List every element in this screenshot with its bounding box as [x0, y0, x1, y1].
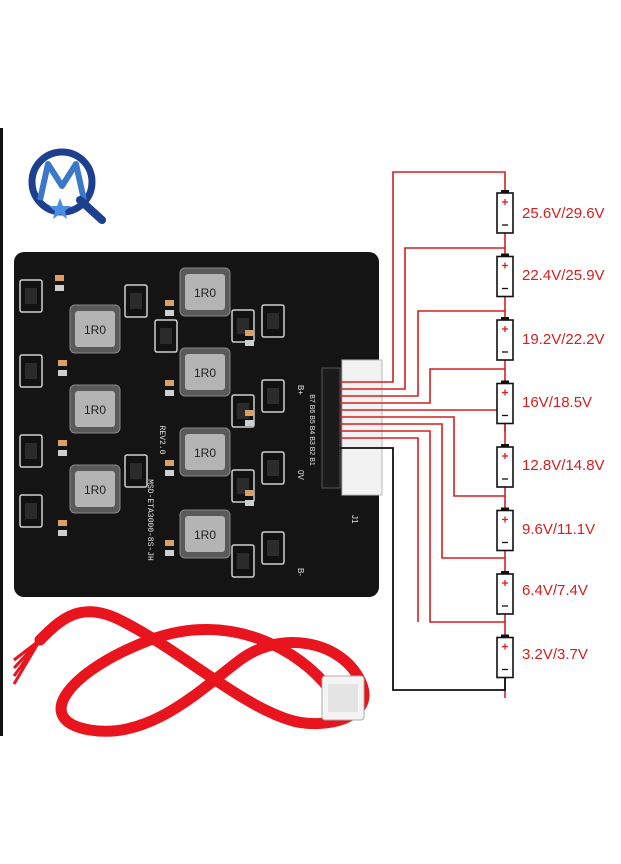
- cell-voltage-label: 6.4V/7.4V: [522, 582, 588, 599]
- cell-stack: [496, 190, 514, 679]
- cell-voltage-label: 12.8V/14.8V: [522, 457, 605, 474]
- resistor: [58, 360, 67, 366]
- smd-part: [261, 379, 285, 413]
- smd-components: [19, 275, 285, 578]
- inductor: 1R0: [179, 427, 231, 477]
- resistor: [165, 540, 174, 546]
- resistor: [55, 285, 64, 291]
- inductor-grid: 1R0 1R0 1R0 1R0 1R0 1R0 1R0: [69, 267, 231, 559]
- resistor: [245, 340, 254, 346]
- cell-voltage-label: 9.6V/11.1V: [522, 521, 596, 538]
- inductor-marking: 1R0: [194, 528, 216, 542]
- logo-icon: [28, 148, 106, 224]
- smd-part: [19, 434, 43, 468]
- cell-voltage-label: 3.2V/3.7V: [522, 646, 588, 663]
- resistor: [245, 490, 254, 496]
- smd-part: [124, 284, 148, 318]
- inductor: 1R0: [179, 509, 231, 559]
- inductor-marking: 1R0: [84, 483, 106, 497]
- resistor: [165, 390, 174, 396]
- inductor-marking: 1R0: [84, 403, 106, 417]
- brand-logo: [20, 140, 110, 230]
- pin-0v-label: 0V: [296, 470, 305, 480]
- resistor: [165, 460, 174, 466]
- inductor-marking: 1R0: [194, 286, 216, 300]
- smd-part: [154, 319, 178, 353]
- smd-part: [124, 454, 148, 488]
- model-label: MSD-ETA3000-8S-JH: [145, 479, 154, 561]
- battery-cell: [496, 190, 514, 234]
- resistor: [58, 440, 67, 446]
- resistor: [245, 330, 254, 336]
- balance-cable: [12, 606, 370, 737]
- smd-part: [19, 279, 43, 313]
- cell-voltage-label: 16V/18.5V: [522, 394, 593, 411]
- resistor: [165, 550, 174, 556]
- left-edge-bar: [0, 128, 3, 736]
- battery-cell: [496, 634, 514, 679]
- smd-part: [261, 451, 285, 485]
- resistor: [58, 370, 67, 376]
- cell-voltage-label: 22.4V/25.9V: [522, 267, 605, 284]
- resistor: [245, 410, 254, 416]
- battery-cell: [496, 253, 514, 298]
- battery-cell: [496, 380, 514, 425]
- balance-connector: [341, 359, 383, 496]
- inductor: 1R0: [69, 384, 121, 434]
- smd-part: [231, 469, 255, 503]
- smd-part: [231, 309, 255, 343]
- cell-voltage-label: 25.6V/29.6V: [522, 205, 605, 222]
- connector-label: J1: [350, 515, 359, 524]
- negative-wire: [340, 447, 506, 691]
- battery-cell: [496, 571, 514, 615]
- inductor: 1R0: [179, 347, 231, 397]
- resistor: [165, 300, 174, 306]
- resistor: [245, 420, 254, 426]
- resistor: [165, 380, 174, 386]
- pin-bminus-label: B-: [296, 568, 305, 576]
- battery-cell: [496, 317, 514, 361]
- inductor: 1R0: [179, 267, 231, 317]
- resistor: [58, 530, 67, 536]
- pin-bplus-label: B+: [296, 385, 305, 395]
- battery-cell: [496, 444, 514, 488]
- inductor: 1R0: [69, 304, 121, 354]
- smd-part: [19, 494, 43, 528]
- smd-part: [19, 354, 43, 388]
- inductor: 1R0: [69, 464, 121, 514]
- battery-cell: [496, 507, 514, 552]
- revision-label: REV2.0: [157, 426, 166, 455]
- smd-part: [261, 531, 285, 565]
- inductor-marking: 1R0: [194, 366, 216, 380]
- inductor-marking: 1R0: [194, 446, 216, 460]
- cell-voltage-label: 19.2V/22.2V: [522, 331, 605, 348]
- resistor: [58, 520, 67, 526]
- wiring: [340, 171, 506, 698]
- resistor: [165, 310, 174, 316]
- smd-part: [231, 544, 255, 578]
- resistor: [245, 500, 254, 506]
- pin-row-label: B7 B6 B5 B4 B3 B2 B1: [308, 394, 315, 466]
- smd-part: [261, 304, 285, 338]
- resistor: [58, 450, 67, 456]
- resistor: [55, 275, 64, 281]
- resistor: [165, 470, 174, 476]
- pcb-board: 1R0 1R0 1R0 1R0 1R0 1R0 1R0 B7 B6 B5 B4 B3 B2 …: [14, 252, 383, 597]
- inductor-marking: 1R0: [84, 323, 106, 337]
